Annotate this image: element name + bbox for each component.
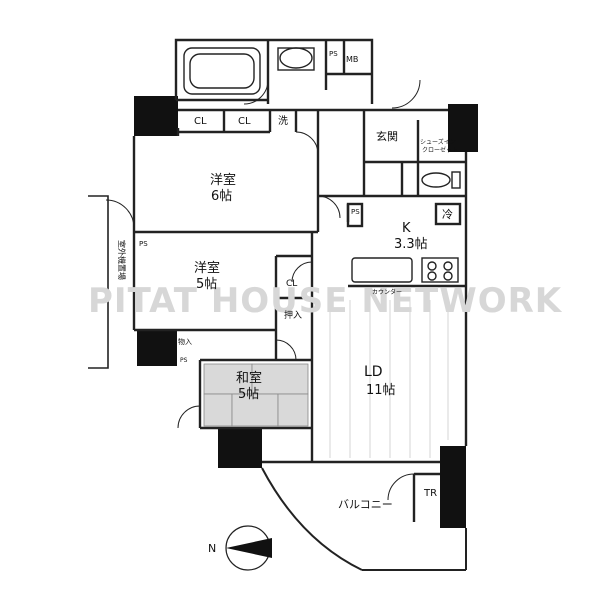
tatami-mats (203, 363, 309, 427)
label-shoes-in-closet-2: クローゼット (422, 146, 458, 154)
label-north: N (208, 542, 216, 555)
outdoor-machine-area (88, 195, 109, 369)
room-size-japanese: 5帖 (238, 387, 259, 402)
fixtures (183, 47, 461, 283)
structural-columns (134, 96, 478, 528)
label-counter: カウンター (372, 288, 402, 296)
label-cl-2: CL (238, 116, 251, 127)
watermark: PITAT HOUSE NETWORK (88, 281, 563, 321)
balcony-outline (261, 467, 467, 571)
room-size-kitchen: 3.3帖 (394, 237, 428, 252)
door-swings (105, 79, 421, 501)
room-name-western-1: 洋室 (210, 172, 236, 188)
label-cl-1: CL (194, 116, 207, 127)
label-mb: MB (346, 55, 358, 64)
room-size-ld: 11帖 (366, 383, 396, 398)
label-balcony: バルコニー (338, 498, 393, 511)
label-tokoire: 物入 (178, 337, 192, 346)
label-oshiire: 押入 (284, 309, 302, 321)
label-outdoor-machine: 室外機置場 (117, 240, 127, 280)
label-ps-4: PS (180, 357, 188, 364)
label-wash: 洗 (278, 115, 288, 127)
room-name-kitchen: K (402, 221, 411, 236)
label-cl-3: CL (286, 279, 297, 289)
room-size-western-1: 6帖 (211, 189, 232, 204)
label-ps-3: PS (139, 240, 148, 248)
room-size-western-2: 5帖 (196, 277, 217, 292)
flooring-lines (329, 300, 449, 458)
walls (132, 38, 468, 522)
compass-icon (225, 525, 272, 571)
label-trunk-room: TR (423, 488, 437, 499)
label-ps-1: PS (329, 50, 338, 58)
label-shoes-in-closet-1: シューズイン (420, 138, 456, 146)
label-ps-2: PS (351, 208, 360, 216)
room-name-western-2: 洋室 (194, 260, 220, 276)
label-fridge: 冷 (442, 208, 453, 221)
room-name-japanese: 和室 (236, 370, 262, 386)
label-entrance: 玄関 (376, 129, 398, 143)
room-name-ld: LD (364, 364, 383, 380)
